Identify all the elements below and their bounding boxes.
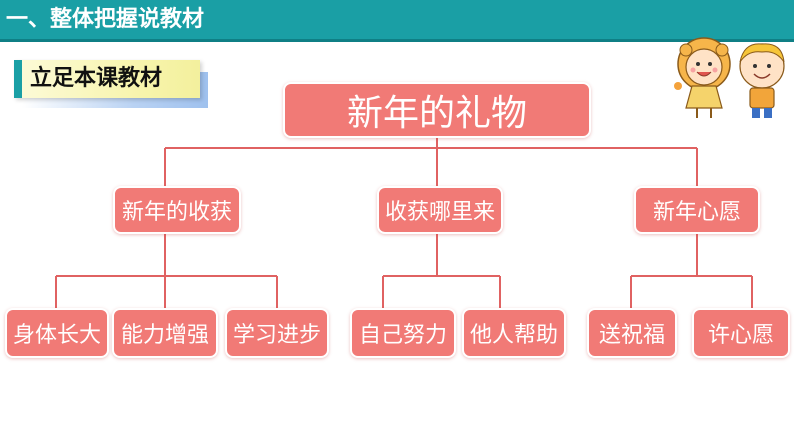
branch-node-harvest: 新年的收获	[113, 186, 241, 234]
root-node: 新年的礼物	[283, 82, 591, 138]
section-tag-accent	[14, 60, 22, 98]
branch-node-source: 收获哪里来	[377, 186, 503, 234]
leaf-node-own-effort: 自己努力	[350, 308, 456, 358]
leaf-node-others-help: 他人帮助	[462, 308, 566, 358]
header-title: 一、整体把握说教材	[6, 7, 205, 32]
leaf-node-send-blessings: 送祝福	[587, 308, 677, 358]
leaf-node-ability: 能力增强	[112, 308, 218, 358]
header-bar: 一、整体把握说教材	[0, 0, 794, 42]
leaf-node-make-wish: 许心愿	[692, 308, 790, 358]
leaf-node-study-progress: 学习进步	[225, 308, 329, 358]
section-tag-background	[14, 60, 200, 98]
section-tag: 立足本课教材	[14, 60, 208, 108]
cartoon-kids-icon	[674, 37, 785, 118]
leaf-node-body-growth: 身体长大	[5, 308, 109, 358]
branch-node-wishes: 新年心愿	[634, 186, 760, 234]
section-tag-label: 立足本课教材	[30, 66, 163, 91]
